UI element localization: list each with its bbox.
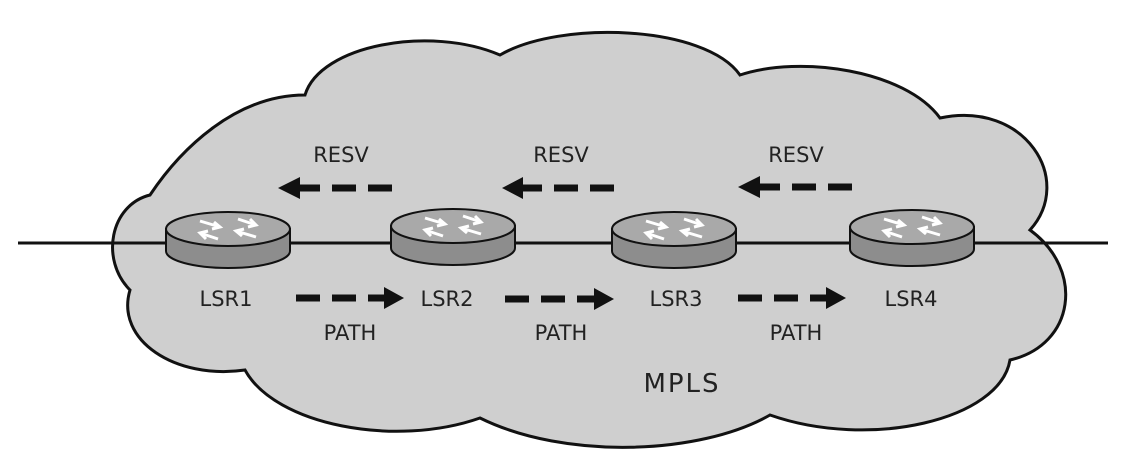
router-arrows-icon: [197, 217, 259, 241]
path-arrow-1: [296, 287, 404, 309]
resv-arrow-3: [738, 176, 852, 198]
resv-arrow-1: [278, 177, 392, 199]
resv-label-3: RESV: [768, 143, 824, 167]
router-lsr1: [165, 211, 291, 269]
router-lsr3: [611, 211, 737, 269]
resv-label-2: RESV: [533, 143, 589, 167]
router-arrows-icon: [881, 215, 943, 239]
router-arrows-icon: [643, 217, 705, 241]
path-label-1: PATH: [324, 321, 377, 345]
cloud-label-mpls: MPLS: [643, 369, 720, 399]
router-arrows-icon: [422, 214, 484, 238]
resv-label-1: RESV: [313, 143, 369, 167]
resv-arrow-2: [502, 177, 614, 199]
router-lsr4: [849, 209, 975, 267]
router-lsr2: [390, 208, 516, 266]
path-label-3: PATH: [770, 321, 823, 345]
path-label-2: PATH: [535, 321, 588, 345]
router-label-lsr2: LSR2: [421, 287, 474, 311]
path-arrow-2: [505, 288, 614, 310]
router-label-lsr4: LSR4: [885, 287, 938, 311]
path-arrow-3: [738, 287, 846, 309]
router-label-lsr1: LSR1: [200, 287, 253, 311]
router-label-lsr3: LSR3: [650, 287, 703, 311]
mpls-cloud: [111, 30, 1068, 449]
